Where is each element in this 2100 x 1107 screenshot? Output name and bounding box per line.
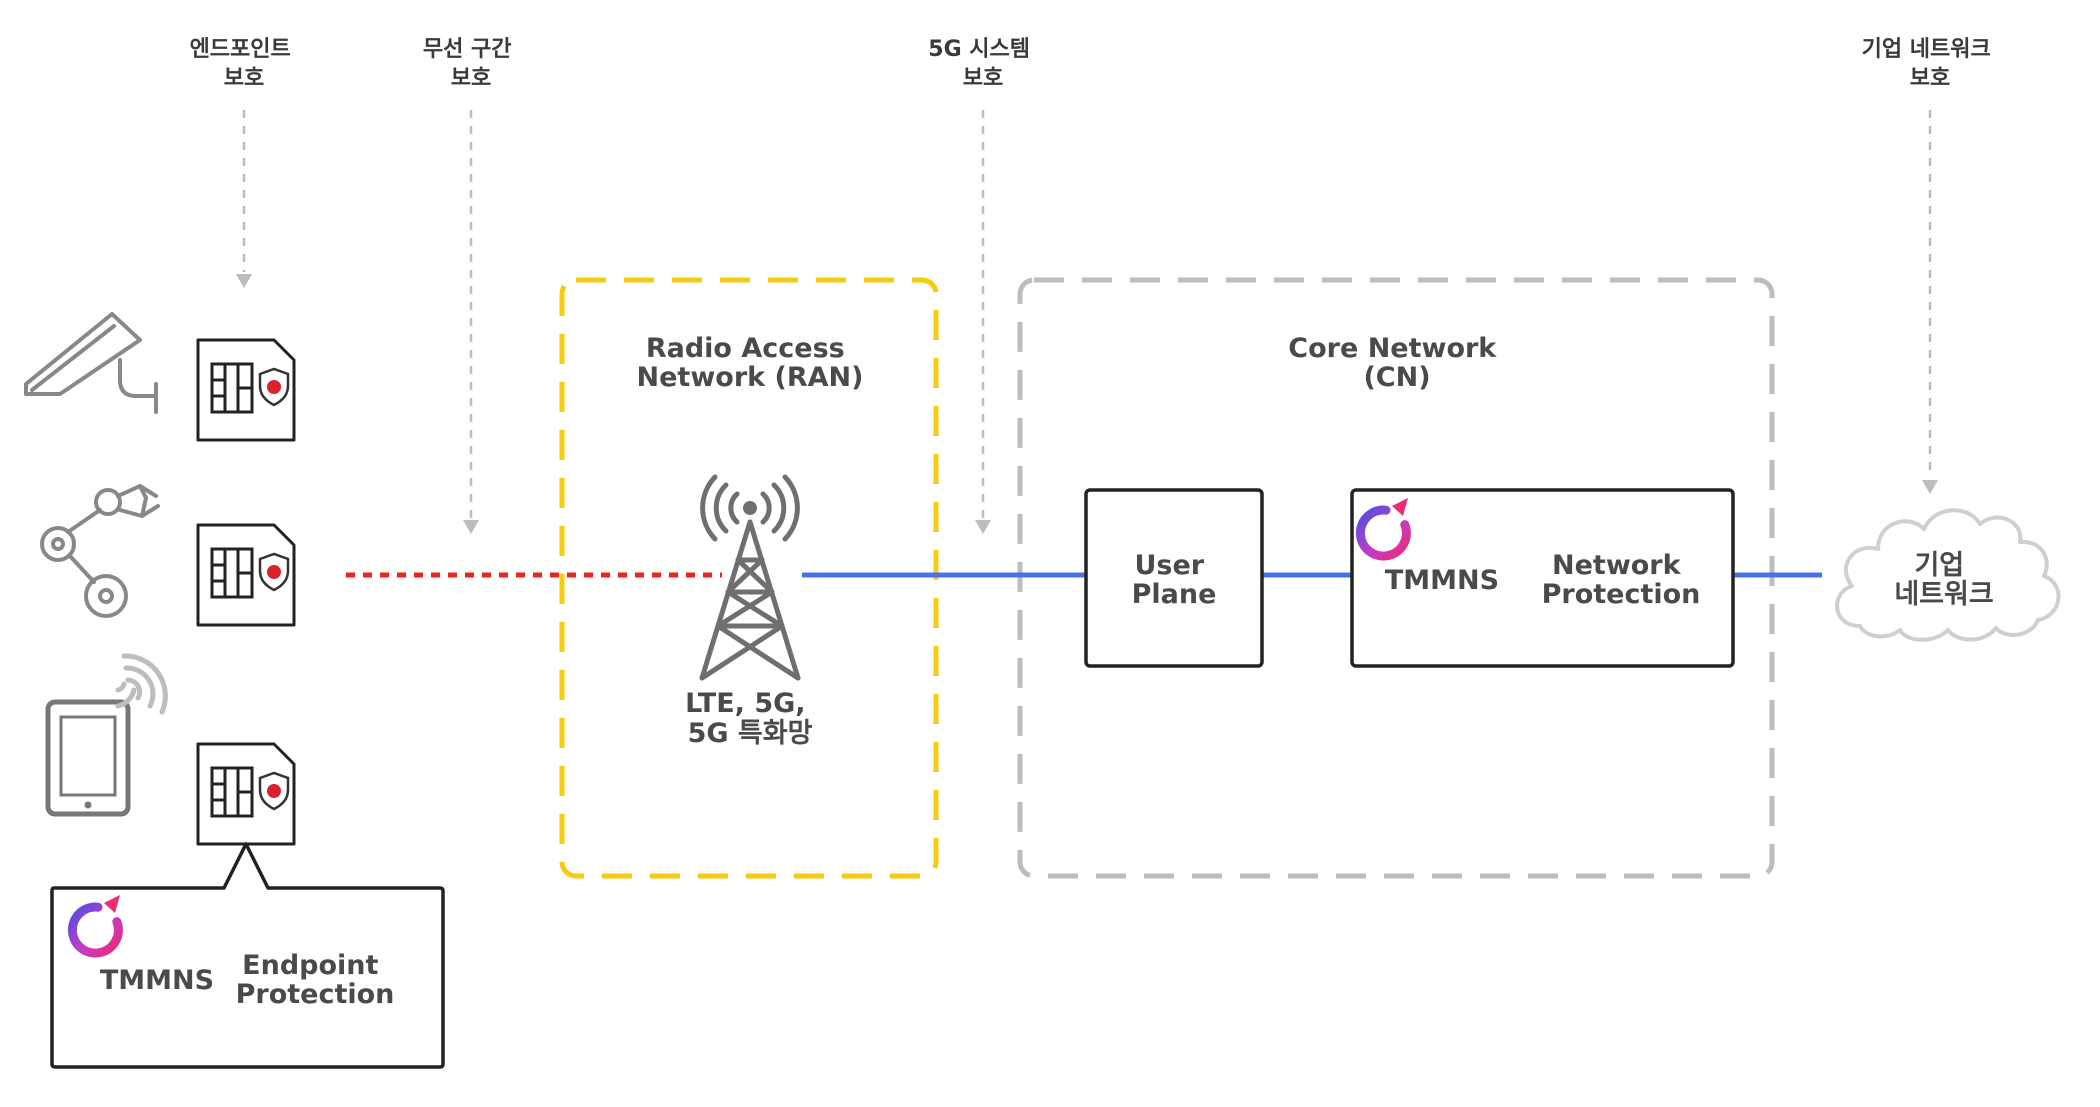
user-plane-box: User Plane [1084, 488, 1264, 668]
endpoint-protection-text: Endpoint Protection [236, 950, 395, 1010]
network-protection-box: TMMNS Network Protection [1350, 488, 1735, 668]
network-protection-brand: TMMNS [1385, 565, 1499, 596]
5g-system-protection-label: 5G 시스템 보호 [928, 37, 1037, 91]
ran-region [559, 277, 939, 879]
cctv-camera-icon [24, 312, 158, 414]
sim-card-icon [196, 523, 296, 627]
endpoint-arrow-head [236, 274, 252, 288]
endpoint-protection-callout: TMMNS Endpoint Protection [50, 842, 445, 1069]
enterprise-network-protection-label: 기업 네트워크 보호 [1862, 37, 1999, 91]
sim-card-icon [196, 742, 296, 846]
network-protection-label: Network Protection [1542, 550, 1701, 610]
wireless-arrow-head [463, 520, 479, 534]
sim-card-icon [196, 338, 296, 442]
enterprise-cloud-label: 기업 네트워크 [1894, 550, 1993, 610]
ran-title: Radio Access Network (RAN) [637, 333, 864, 393]
signal-waves-icon [115, 653, 168, 715]
enterprise-arrow-head [1922, 480, 1938, 494]
cell-tower-icon [699, 474, 801, 681]
tower-caption: LTE, 5G, 5G 특화망 [685, 688, 815, 749]
endpoint-protection-brand: TMMNS [100, 965, 214, 996]
enterprise-cloud-icon [1835, 508, 2061, 642]
robot-arm-icon [40, 484, 160, 618]
core-network-title: Core Network (CN) [1288, 333, 1505, 393]
wireless-protection-label: 무선 구간 보호 [423, 37, 519, 91]
tablet-icon [45, 699, 131, 817]
user-plane-label: User Plane [1132, 550, 1217, 610]
core-network-region [1017, 277, 1775, 879]
endpoint-protection-label: 엔드포인트 보호 [190, 37, 299, 91]
5g-system-arrow-head [975, 520, 991, 534]
